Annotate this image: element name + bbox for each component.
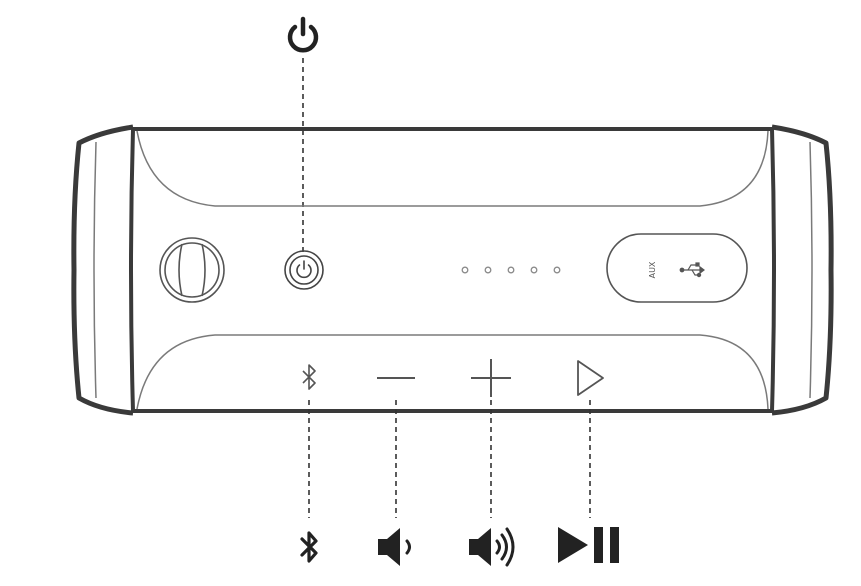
port-cover[interactable]: AUX — [606, 233, 748, 303]
volume-up-callout-icon — [469, 527, 515, 567]
power-icon — [296, 260, 312, 279]
callout-leaders — [308, 400, 591, 518]
play-pause-callout-icon — [558, 527, 619, 563]
power-callout-icon — [287, 16, 319, 53]
volume-down-callout-icon — [378, 528, 411, 566]
battery-led — [553, 266, 561, 274]
bluetooth-callout-icon — [300, 531, 318, 563]
speaker-body — [71, 124, 834, 416]
battery-led — [530, 266, 538, 274]
usb-icon — [679, 262, 705, 278]
power-button[interactable] — [284, 250, 324, 290]
play-button[interactable] — [577, 360, 604, 396]
aux-label: AUX — [648, 261, 657, 278]
bluetooth-button[interactable] — [302, 364, 316, 390]
bluetooth-icon — [302, 364, 316, 390]
strap-loop — [159, 237, 225, 303]
battery-led — [484, 266, 492, 274]
volume-up-button[interactable] — [471, 359, 511, 397]
battery-led — [507, 266, 515, 274]
plus-icon — [471, 359, 511, 397]
play-icon — [577, 360, 604, 396]
battery-indicator — [461, 266, 561, 274]
battery-led — [461, 266, 469, 274]
